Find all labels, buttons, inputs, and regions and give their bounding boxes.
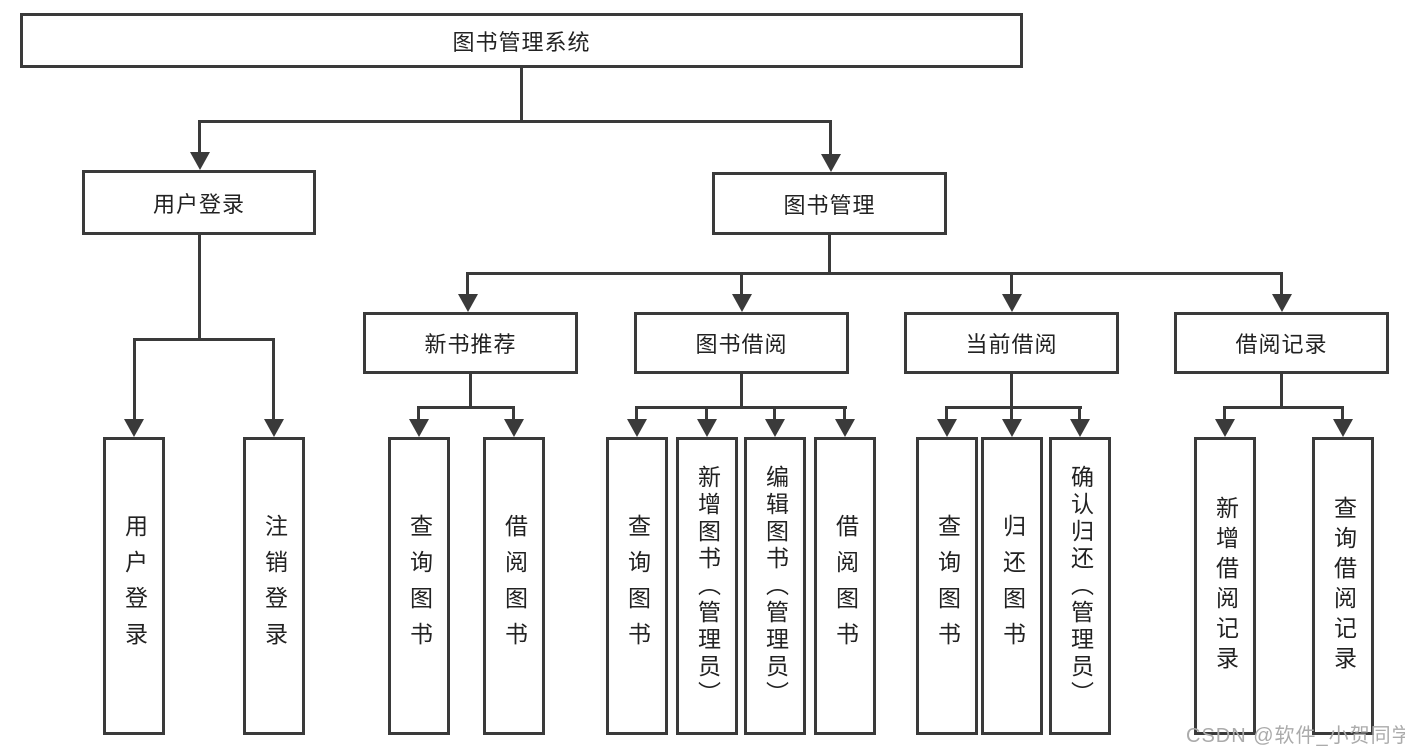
connector-line — [945, 406, 948, 421]
leaf-query-borrow-record: 查询借阅记录 — [1312, 437, 1374, 735]
leaf-add-book-admin-label: 新增图书（管理员） — [694, 464, 721, 708]
connector-line — [1223, 406, 1226, 421]
leaf-borrow-books-recommend-label: 借阅图书 — [501, 514, 528, 658]
arrow-down-icon — [1002, 419, 1022, 437]
leaf-query-books-borrow-label: 查询图书 — [624, 514, 651, 658]
connector-line — [635, 406, 847, 409]
leaf-query-books-current: 查询图书 — [916, 437, 978, 735]
leaf-edit-book-admin: 编辑图书（管理员） — [744, 437, 806, 735]
arrow-down-icon — [124, 419, 144, 437]
connector-line — [740, 272, 743, 296]
connector-line — [133, 338, 136, 421]
arrow-down-icon — [504, 419, 524, 437]
connector-line — [635, 406, 638, 421]
leaf-logout: 注销登录 — [243, 437, 305, 735]
arrow-down-icon — [697, 419, 717, 437]
connector-line — [417, 406, 420, 421]
leaf-logout-label: 注销登录 — [261, 514, 288, 658]
connector-line — [198, 234, 201, 340]
leaf-query-books-recommend-label: 查询图书 — [406, 514, 433, 658]
csdn-watermark: CSDN @软件_小贺同学 — [1186, 725, 1405, 747]
arrow-down-icon — [1272, 294, 1292, 312]
node-book-borrow-label: 图书借阅 — [695, 332, 788, 357]
connector-line — [512, 406, 515, 421]
arrow-down-icon — [765, 419, 785, 437]
arrow-down-icon — [1215, 419, 1235, 437]
arrow-down-icon — [409, 419, 429, 437]
node-book-management-label: 图书管理 — [783, 192, 876, 218]
leaf-confirm-return-admin: 确认归还（管理员） — [1049, 437, 1111, 735]
arrow-down-icon — [458, 294, 478, 312]
connector-line — [133, 338, 275, 341]
arrow-down-icon — [937, 419, 957, 437]
leaf-query-borrow-record-label: 查询借阅记录 — [1330, 496, 1357, 676]
connector-line — [1223, 406, 1344, 409]
connector-line — [1010, 406, 1013, 421]
connector-line — [520, 67, 523, 122]
connector-line — [843, 406, 846, 421]
connector-line — [773, 406, 776, 421]
node-user-login-label: 用户登录 — [152, 191, 245, 217]
arrow-down-icon — [264, 419, 284, 437]
connector-line — [466, 272, 469, 296]
node-root-label: 图书管理系统 — [452, 29, 591, 55]
leaf-return-book-label: 归还图书 — [999, 514, 1026, 658]
node-book-borrow: 图书借阅 — [634, 312, 849, 374]
connector-line — [466, 272, 1283, 275]
leaf-return-book: 归还图书 — [981, 437, 1043, 735]
leaf-borrow-books-recommend: 借阅图书 — [483, 437, 545, 735]
leaf-add-borrow-record-label: 新增借阅记录 — [1212, 496, 1239, 676]
node-book-management: 图书管理 — [712, 172, 947, 235]
leaf-add-book-admin: 新增图书（管理员） — [676, 437, 738, 735]
arrow-down-icon — [1070, 419, 1090, 437]
connector-line — [1078, 406, 1081, 421]
node-user-login: 用户登录 — [82, 170, 316, 235]
arrow-down-icon — [821, 154, 841, 172]
connector-line — [705, 406, 708, 421]
arrow-down-icon — [627, 419, 647, 437]
leaf-query-books-borrow: 查询图书 — [606, 437, 668, 735]
leaf-borrow-books-borrow-label: 借阅图书 — [832, 514, 859, 658]
connector-line — [945, 406, 1082, 409]
arrow-down-icon — [190, 152, 210, 170]
connector-line — [828, 234, 831, 275]
connector-line — [1341, 406, 1344, 421]
connector-line — [1010, 373, 1013, 408]
node-new-book-recommend: 新书推荐 — [363, 312, 578, 374]
node-current-borrow-label: 当前借阅 — [965, 332, 1058, 357]
node-new-book-recommend-label: 新书推荐 — [424, 332, 517, 357]
node-borrow-records-label: 借阅记录 — [1235, 332, 1328, 357]
connector-line — [272, 338, 275, 421]
leaf-add-borrow-record: 新增借阅记录 — [1194, 437, 1256, 735]
connector-line — [1010, 272, 1013, 296]
connector-line — [198, 120, 832, 123]
connector-line — [1280, 272, 1283, 296]
connector-line — [1280, 373, 1283, 408]
connector-line — [469, 373, 472, 408]
node-current-borrow: 当前借阅 — [904, 312, 1119, 374]
connector-line — [198, 120, 201, 154]
connector-line — [829, 120, 832, 156]
arrow-down-icon — [1002, 294, 1022, 312]
leaf-user-login-label: 用户登录 — [121, 514, 148, 658]
node-borrow-records: 借阅记录 — [1174, 312, 1389, 374]
node-root: 图书管理系统 — [20, 13, 1023, 68]
leaf-edit-book-admin-label: 编辑图书（管理员） — [762, 464, 789, 708]
leaf-query-books-recommend: 查询图书 — [388, 437, 450, 735]
leaf-confirm-return-admin-label: 确认归还（管理员） — [1067, 464, 1094, 708]
arrow-down-icon — [835, 419, 855, 437]
connector-line — [417, 406, 515, 409]
leaf-query-books-current-label: 查询图书 — [934, 514, 961, 658]
leaf-user-login: 用户登录 — [103, 437, 165, 735]
leaf-borrow-books-borrow: 借阅图书 — [814, 437, 876, 735]
arrow-down-icon — [732, 294, 752, 312]
arrow-down-icon — [1333, 419, 1353, 437]
connector-line — [740, 373, 743, 408]
